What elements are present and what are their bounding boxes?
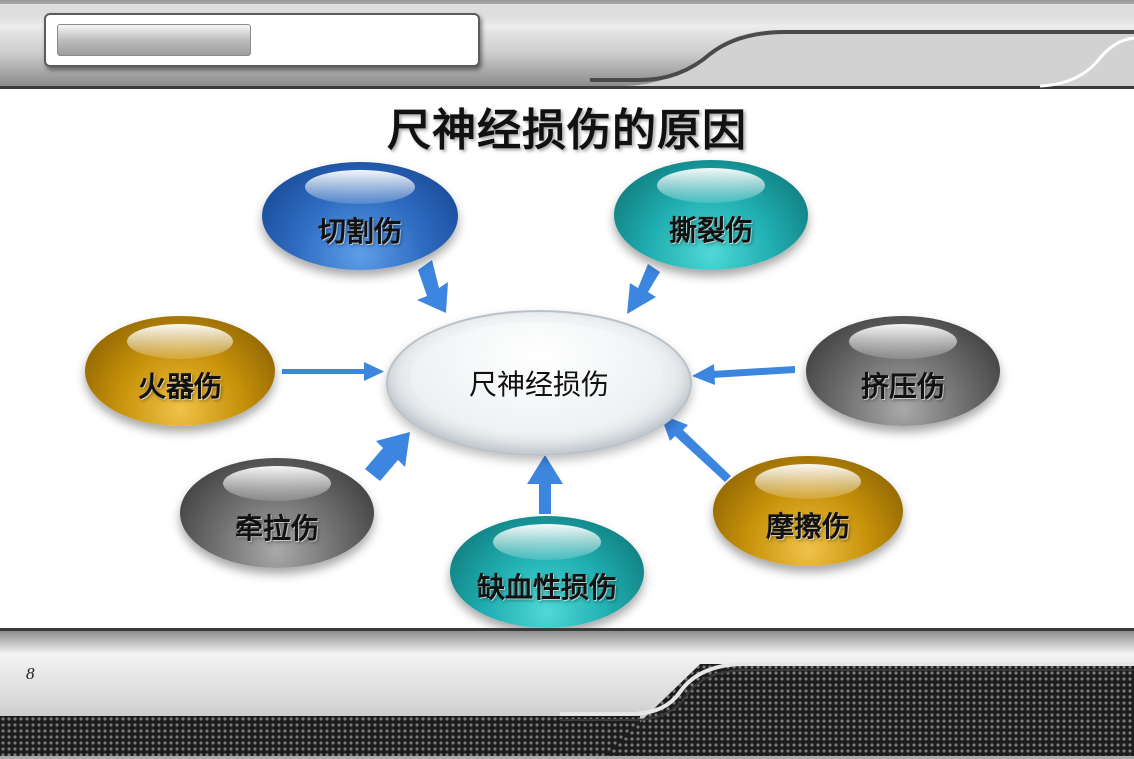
node-ischemic: 缺血性损伤 bbox=[450, 516, 644, 628]
node-cut: 切割伤 bbox=[262, 162, 458, 270]
center-label: 尺神经损伤 bbox=[468, 368, 609, 401]
arrow-cut bbox=[417, 260, 448, 313]
arrow-ischemic bbox=[527, 455, 563, 514]
node-crush: 挤压伤 bbox=[806, 316, 1000, 426]
node-label: 缺血性损伤 bbox=[476, 571, 617, 604]
node-shine bbox=[848, 323, 958, 359]
footer-swoosh bbox=[560, 662, 1134, 721]
arrow-crush bbox=[692, 364, 795, 385]
header-panel-inset bbox=[57, 24, 251, 56]
node-label: 摩擦伤 bbox=[765, 510, 850, 543]
node-label: 挤压伤 bbox=[860, 370, 945, 403]
node-label: 火器伤 bbox=[137, 370, 222, 403]
node-shine bbox=[754, 463, 862, 499]
page-title: 尺神经损伤的原因 bbox=[387, 105, 747, 156]
center-node: 尺神经损伤 bbox=[386, 310, 692, 456]
node-shine bbox=[492, 523, 602, 560]
footer-mesh-strip bbox=[0, 716, 640, 756]
page-number: 8 bbox=[26, 664, 35, 683]
node-shine bbox=[305, 169, 415, 205]
node-friction: 摩擦伤 bbox=[713, 456, 903, 566]
arrow-firearm bbox=[282, 362, 384, 381]
node-shine bbox=[656, 167, 766, 203]
node-label: 撕裂伤 bbox=[668, 214, 753, 247]
node-label: 牵拉伤 bbox=[234, 512, 319, 545]
arrow-tear bbox=[627, 264, 660, 314]
node-firearm: 火器伤 bbox=[85, 316, 275, 426]
node-tear: 撕裂伤 bbox=[614, 160, 808, 270]
node-label: 切割伤 bbox=[317, 215, 402, 248]
center-node-rim bbox=[410, 322, 664, 434]
arrow-traction bbox=[365, 432, 410, 481]
node-shine bbox=[222, 465, 332, 501]
node-shine bbox=[126, 323, 234, 359]
header-swoosh bbox=[560, 30, 1134, 88]
node-traction: 牵拉伤 bbox=[180, 458, 374, 568]
arrow-friction bbox=[660, 414, 731, 482]
